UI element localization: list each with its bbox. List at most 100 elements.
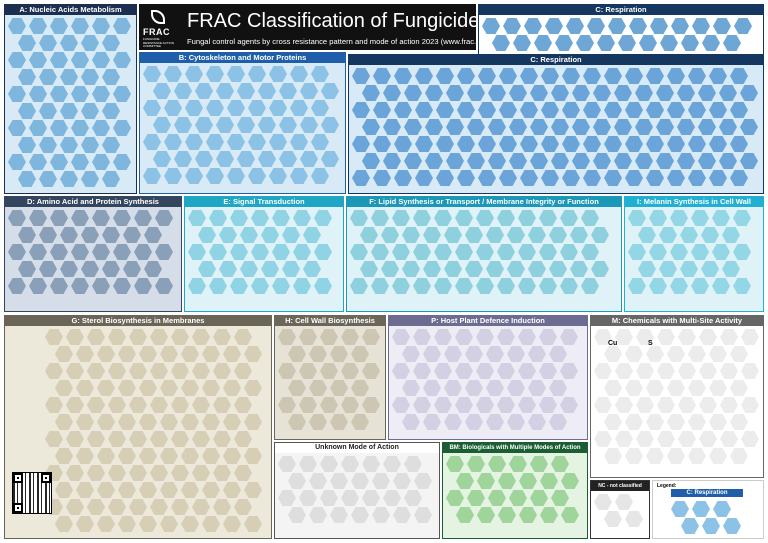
molecule-hex [456,507,474,523]
molecule-hex [478,68,496,84]
molecule-hex [39,227,57,243]
molecule-hex [670,244,688,260]
molecule-hex [646,136,664,152]
molecule-hex [155,210,173,226]
molecule-hex [587,18,605,34]
molecule-hex [362,456,380,472]
molecule-hex [244,380,262,396]
molecule-hex [118,448,136,464]
molecule-hex [55,380,73,396]
molecule-hex [436,68,454,84]
molecule-hex [251,210,269,226]
panel-p: P: Host Plant Defence Induction [388,315,588,440]
molecule-hex [278,456,296,472]
molecule-hex [134,244,152,260]
molecule-hex [549,380,567,396]
panel-d-structures [8,210,178,308]
molecule-hex [509,490,527,506]
molecule-hex [278,363,296,379]
molecule-hex [155,244,173,260]
molecule-hex [561,473,579,489]
molecule-hex [688,448,706,464]
molecule-hex [465,227,483,243]
molecule-hex [650,18,668,34]
molecule-hex [670,278,688,294]
molecule-hex [299,397,317,413]
molecule-hex [216,83,234,99]
molecule-hex [55,448,73,464]
molecule-hex [118,482,136,498]
molecule-hex [293,244,311,260]
molecule-hex [741,363,759,379]
molecule-hex [272,244,290,260]
molecule-hex [8,154,26,170]
molecule-hex [352,170,370,186]
molecule-hex [102,137,120,153]
molecule-hex [188,244,206,260]
molecule-hex [413,363,431,379]
molecule-hex [415,170,433,186]
molecule-hex [362,85,380,101]
molecule-hex [486,346,504,362]
molecule-hex [230,244,248,260]
molecule-hex [300,117,318,133]
molecule-hex [528,380,546,396]
molecule-hex [39,69,57,85]
molecule-hex [545,18,563,34]
molecule-hex [213,499,231,515]
molecule-hex [509,153,527,169]
molecule-hex [150,363,168,379]
molecule-hex [174,117,192,133]
molecule-hex [311,100,329,116]
molecule-hex [272,210,290,226]
panel-nc: NC - not classified [590,480,650,539]
molecule-hex [518,329,536,345]
molecule-hex [143,168,161,184]
molecule-hex [730,414,748,430]
molecule-hex [160,482,178,498]
molecule-hex [213,397,231,413]
molecule-hex [230,210,248,226]
molecule-hex [615,494,633,510]
molecule-hex [97,380,115,396]
molecule-hex [393,507,411,523]
molecule-hex [476,244,494,260]
molecule-hex [455,244,473,260]
molecule-hex [118,346,136,362]
molecule-hex [234,329,252,345]
molecule-hex [415,102,433,118]
molecule-hex [76,516,94,532]
molecule-hex [698,85,716,101]
molecule-hex [97,482,115,498]
molecule-hex [223,482,241,498]
molecule-hex [240,227,258,243]
molecule-hex [530,153,548,169]
molecule-hex [625,102,643,118]
qr-code[interactable] [12,472,52,514]
molecule-hex [478,102,496,118]
molecule-hex [248,66,266,82]
molecule-hex [351,346,369,362]
molecule-hex [614,119,632,135]
molecule-hex [423,414,441,430]
molecule-hex [195,151,213,167]
molecule-hex [394,68,412,84]
molecule-hex [625,380,643,396]
molecule-hex [219,227,237,243]
molecule-hex [415,136,433,152]
molecule-hex [392,278,410,294]
molecule-hex [392,244,410,260]
molecule-hex [164,66,182,82]
molecule-hex [282,261,300,277]
molecule-hex [181,448,199,464]
molecule-hex [171,465,189,481]
molecule-hex [434,278,452,294]
molecule-hex [66,329,84,345]
molecule-hex [549,227,567,243]
molecule-hex [108,363,126,379]
molecule-hex [50,154,68,170]
molecule-hex [118,380,136,396]
molecule-hex [423,227,441,243]
molecule-hex [202,414,220,430]
molecule-hex [311,168,329,184]
